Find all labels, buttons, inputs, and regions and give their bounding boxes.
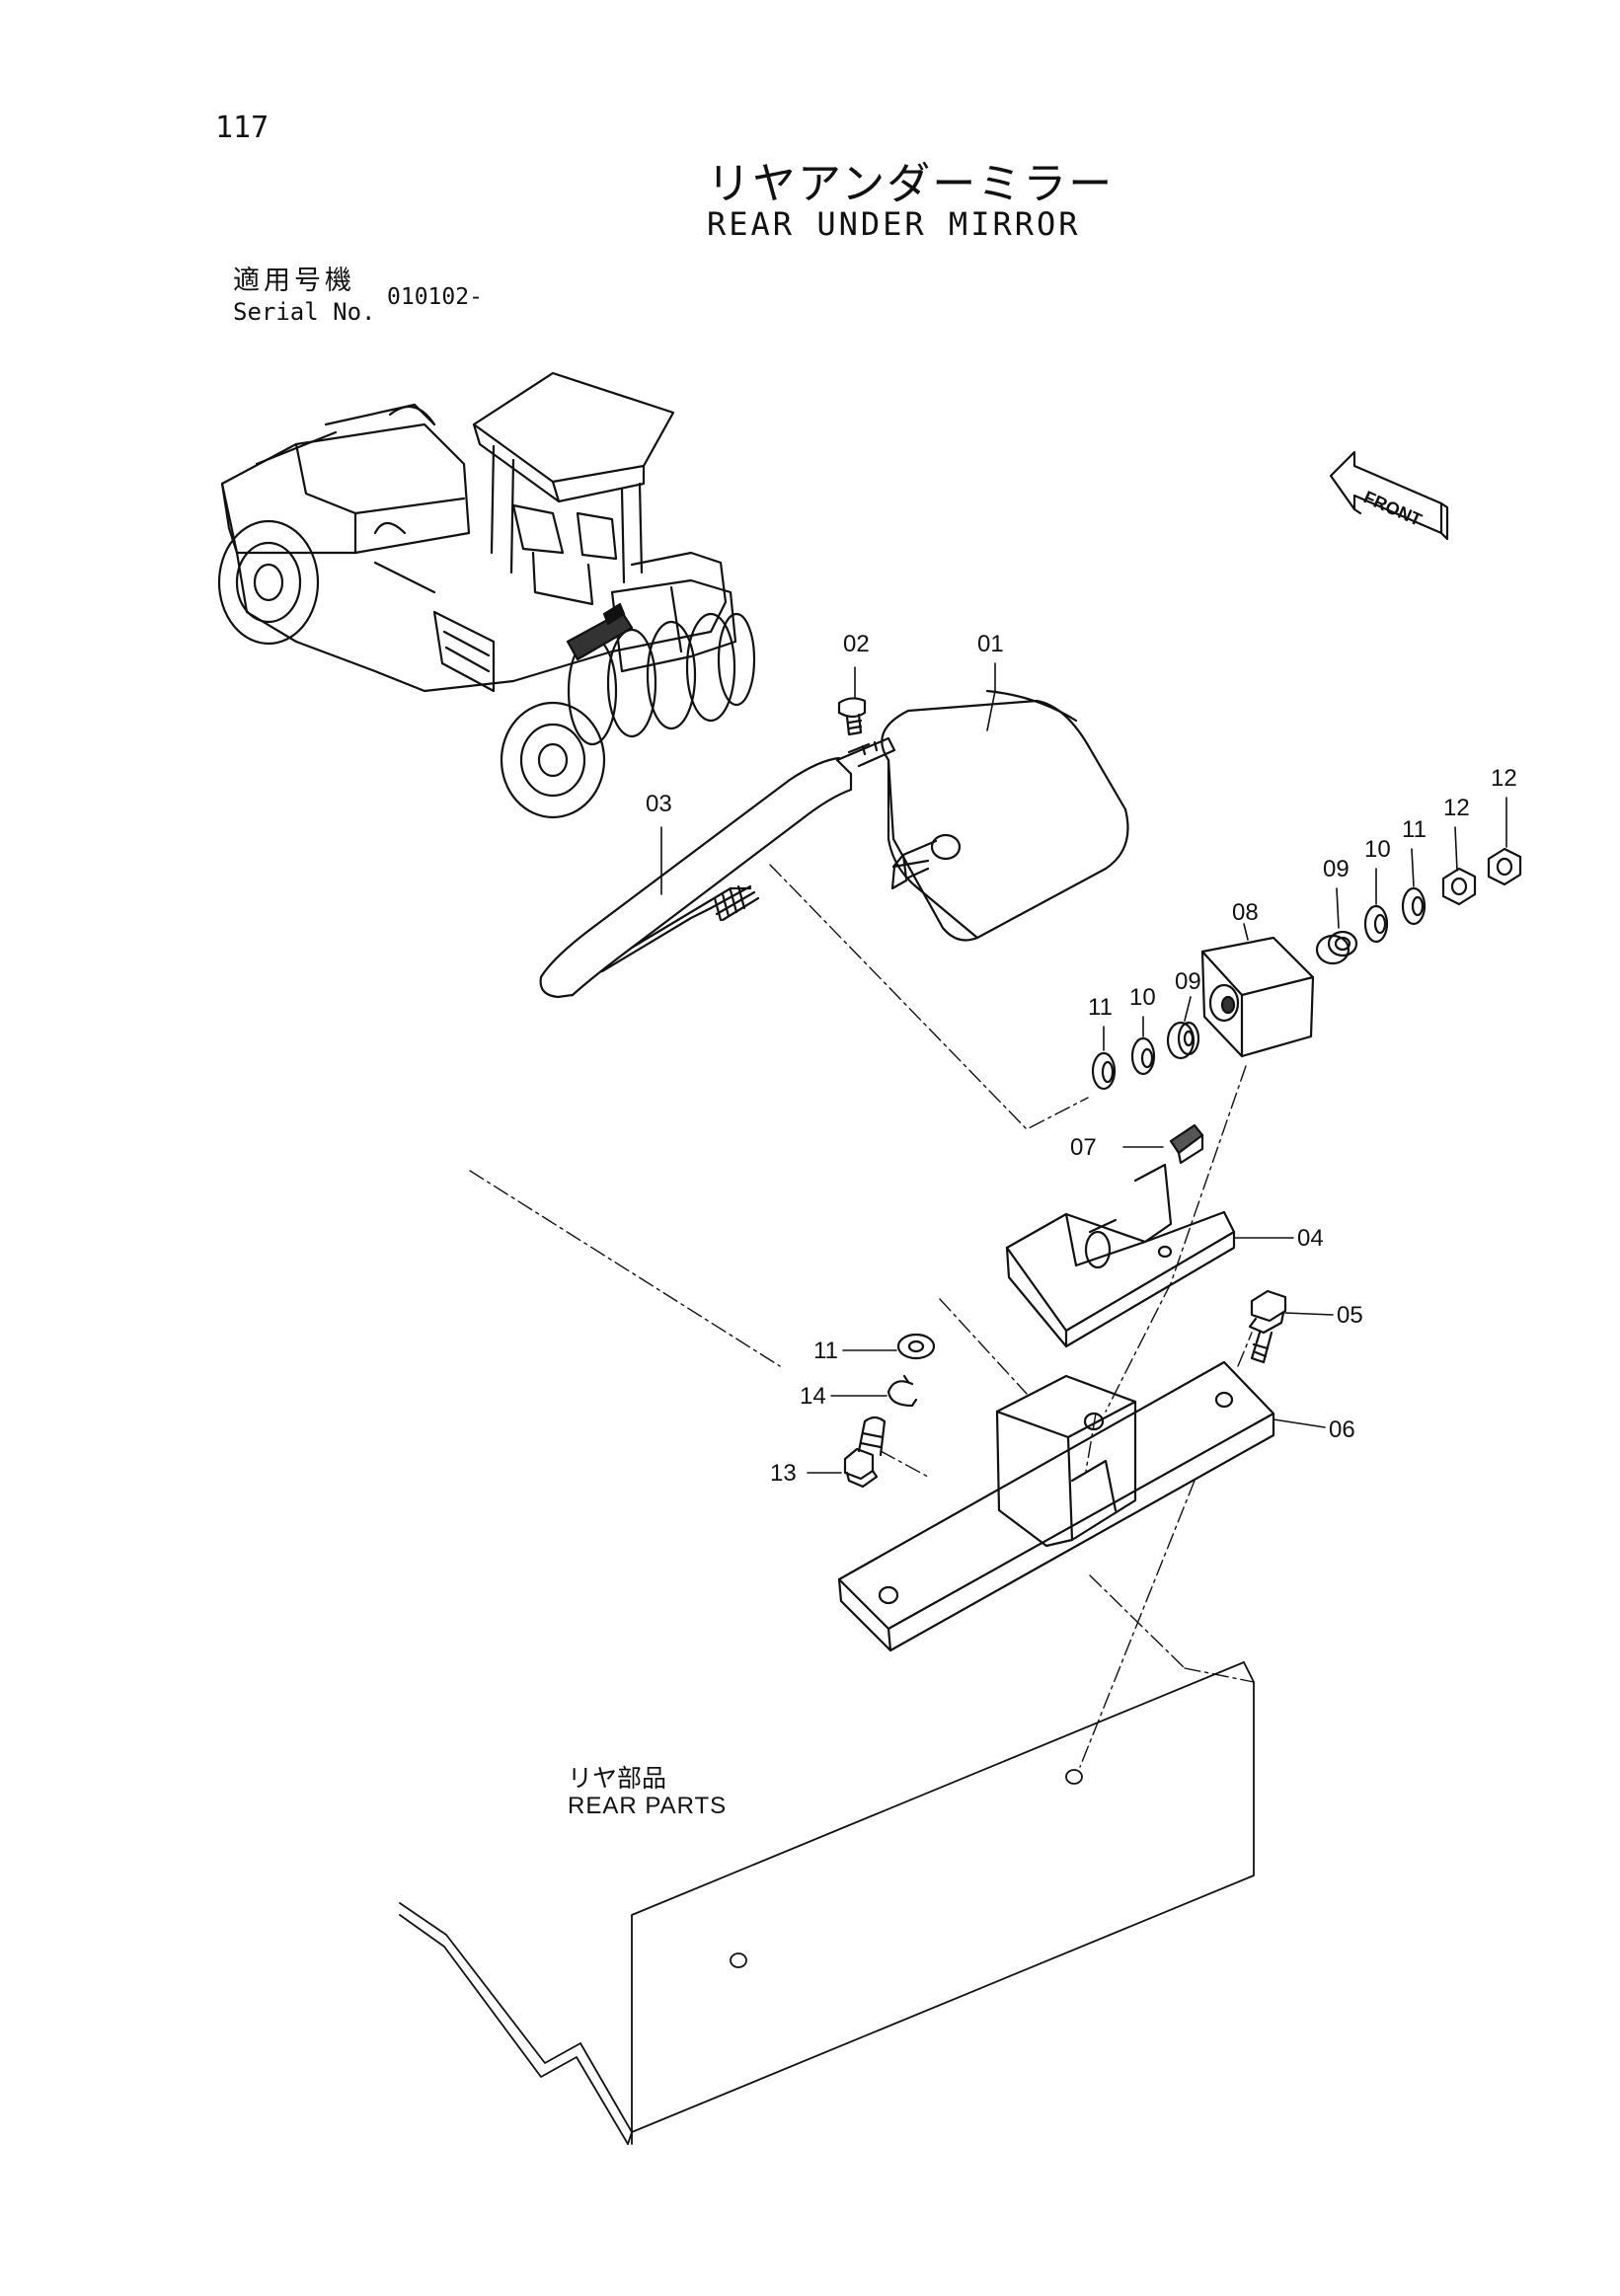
serial-label-english: Serial No. — [233, 298, 376, 326]
callout-10-left: 10 — [1129, 984, 1156, 1011]
assembly-centerlines — [469, 864, 1255, 1768]
callout-leaders — [660, 662, 1507, 1474]
callout-05: 05 — [1337, 1302, 1363, 1329]
callout-11-right: 11 — [1402, 816, 1427, 843]
callout-labels: 02 01 03 08 11 10 09 09 10 11 12 12 07 0… — [646, 631, 1517, 1487]
callout-14: 14 — [800, 1383, 826, 1410]
roller-vehicle-illustration — [217, 371, 756, 819]
callout-02: 02 — [843, 631, 870, 657]
callout-09-left: 09 — [1175, 968, 1201, 995]
rear-parts-label-japanese: リヤ部品 — [568, 1764, 667, 1793]
washer-stack-right — [1315, 847, 1522, 965]
callout-03: 03 — [646, 791, 672, 817]
part-05-bolt — [1248, 1289, 1287, 1364]
part-07-pin — [1169, 1123, 1204, 1165]
part-04-bracket — [1005, 1163, 1236, 1348]
page-number: 117 — [215, 111, 270, 145]
callout-06: 06 — [1329, 1416, 1355, 1443]
callout-04: 04 — [1297, 1225, 1324, 1252]
callout-09-right: 09 — [1323, 856, 1350, 882]
part-01-mirror — [881, 689, 1129, 942]
callout-11-lower: 11 — [813, 1338, 838, 1364]
callout-12-outer: 12 — [1491, 765, 1517, 792]
callout-13: 13 — [770, 1460, 797, 1487]
rear-parts-label-english: REAR PARTS — [568, 1793, 728, 1819]
callout-01: 01 — [977, 631, 1004, 657]
washer-stack-left — [1091, 1021, 1200, 1091]
part-13-bolt — [843, 1416, 887, 1489]
part-03-mirror-stay — [539, 736, 896, 999]
callout-12-inner: 12 — [1443, 795, 1470, 821]
part-06-base-bracket — [837, 1360, 1275, 1652]
front-direction-arrow: FRONT — [1329, 450, 1449, 541]
washer-lower — [896, 1333, 936, 1360]
callout-10-right: 10 — [1364, 836, 1391, 863]
serial-label-japanese: 適用号機 — [233, 266, 355, 296]
callout-11-left: 11 — [1088, 994, 1113, 1021]
title-english: REAR UNDER MIRROR — [707, 205, 1081, 243]
serial-number-value: 010102- — [387, 284, 483, 310]
title-japanese: リヤアンダーミラー — [707, 159, 1115, 209]
part-14-lock-washer — [887, 1374, 918, 1408]
callout-07: 07 — [1070, 1134, 1097, 1161]
part-08-damper-block — [1200, 936, 1315, 1058]
rear-parts-plate — [399, 1661, 1255, 2145]
callout-08: 08 — [1232, 899, 1259, 926]
part-02-screw — [837, 697, 867, 736]
